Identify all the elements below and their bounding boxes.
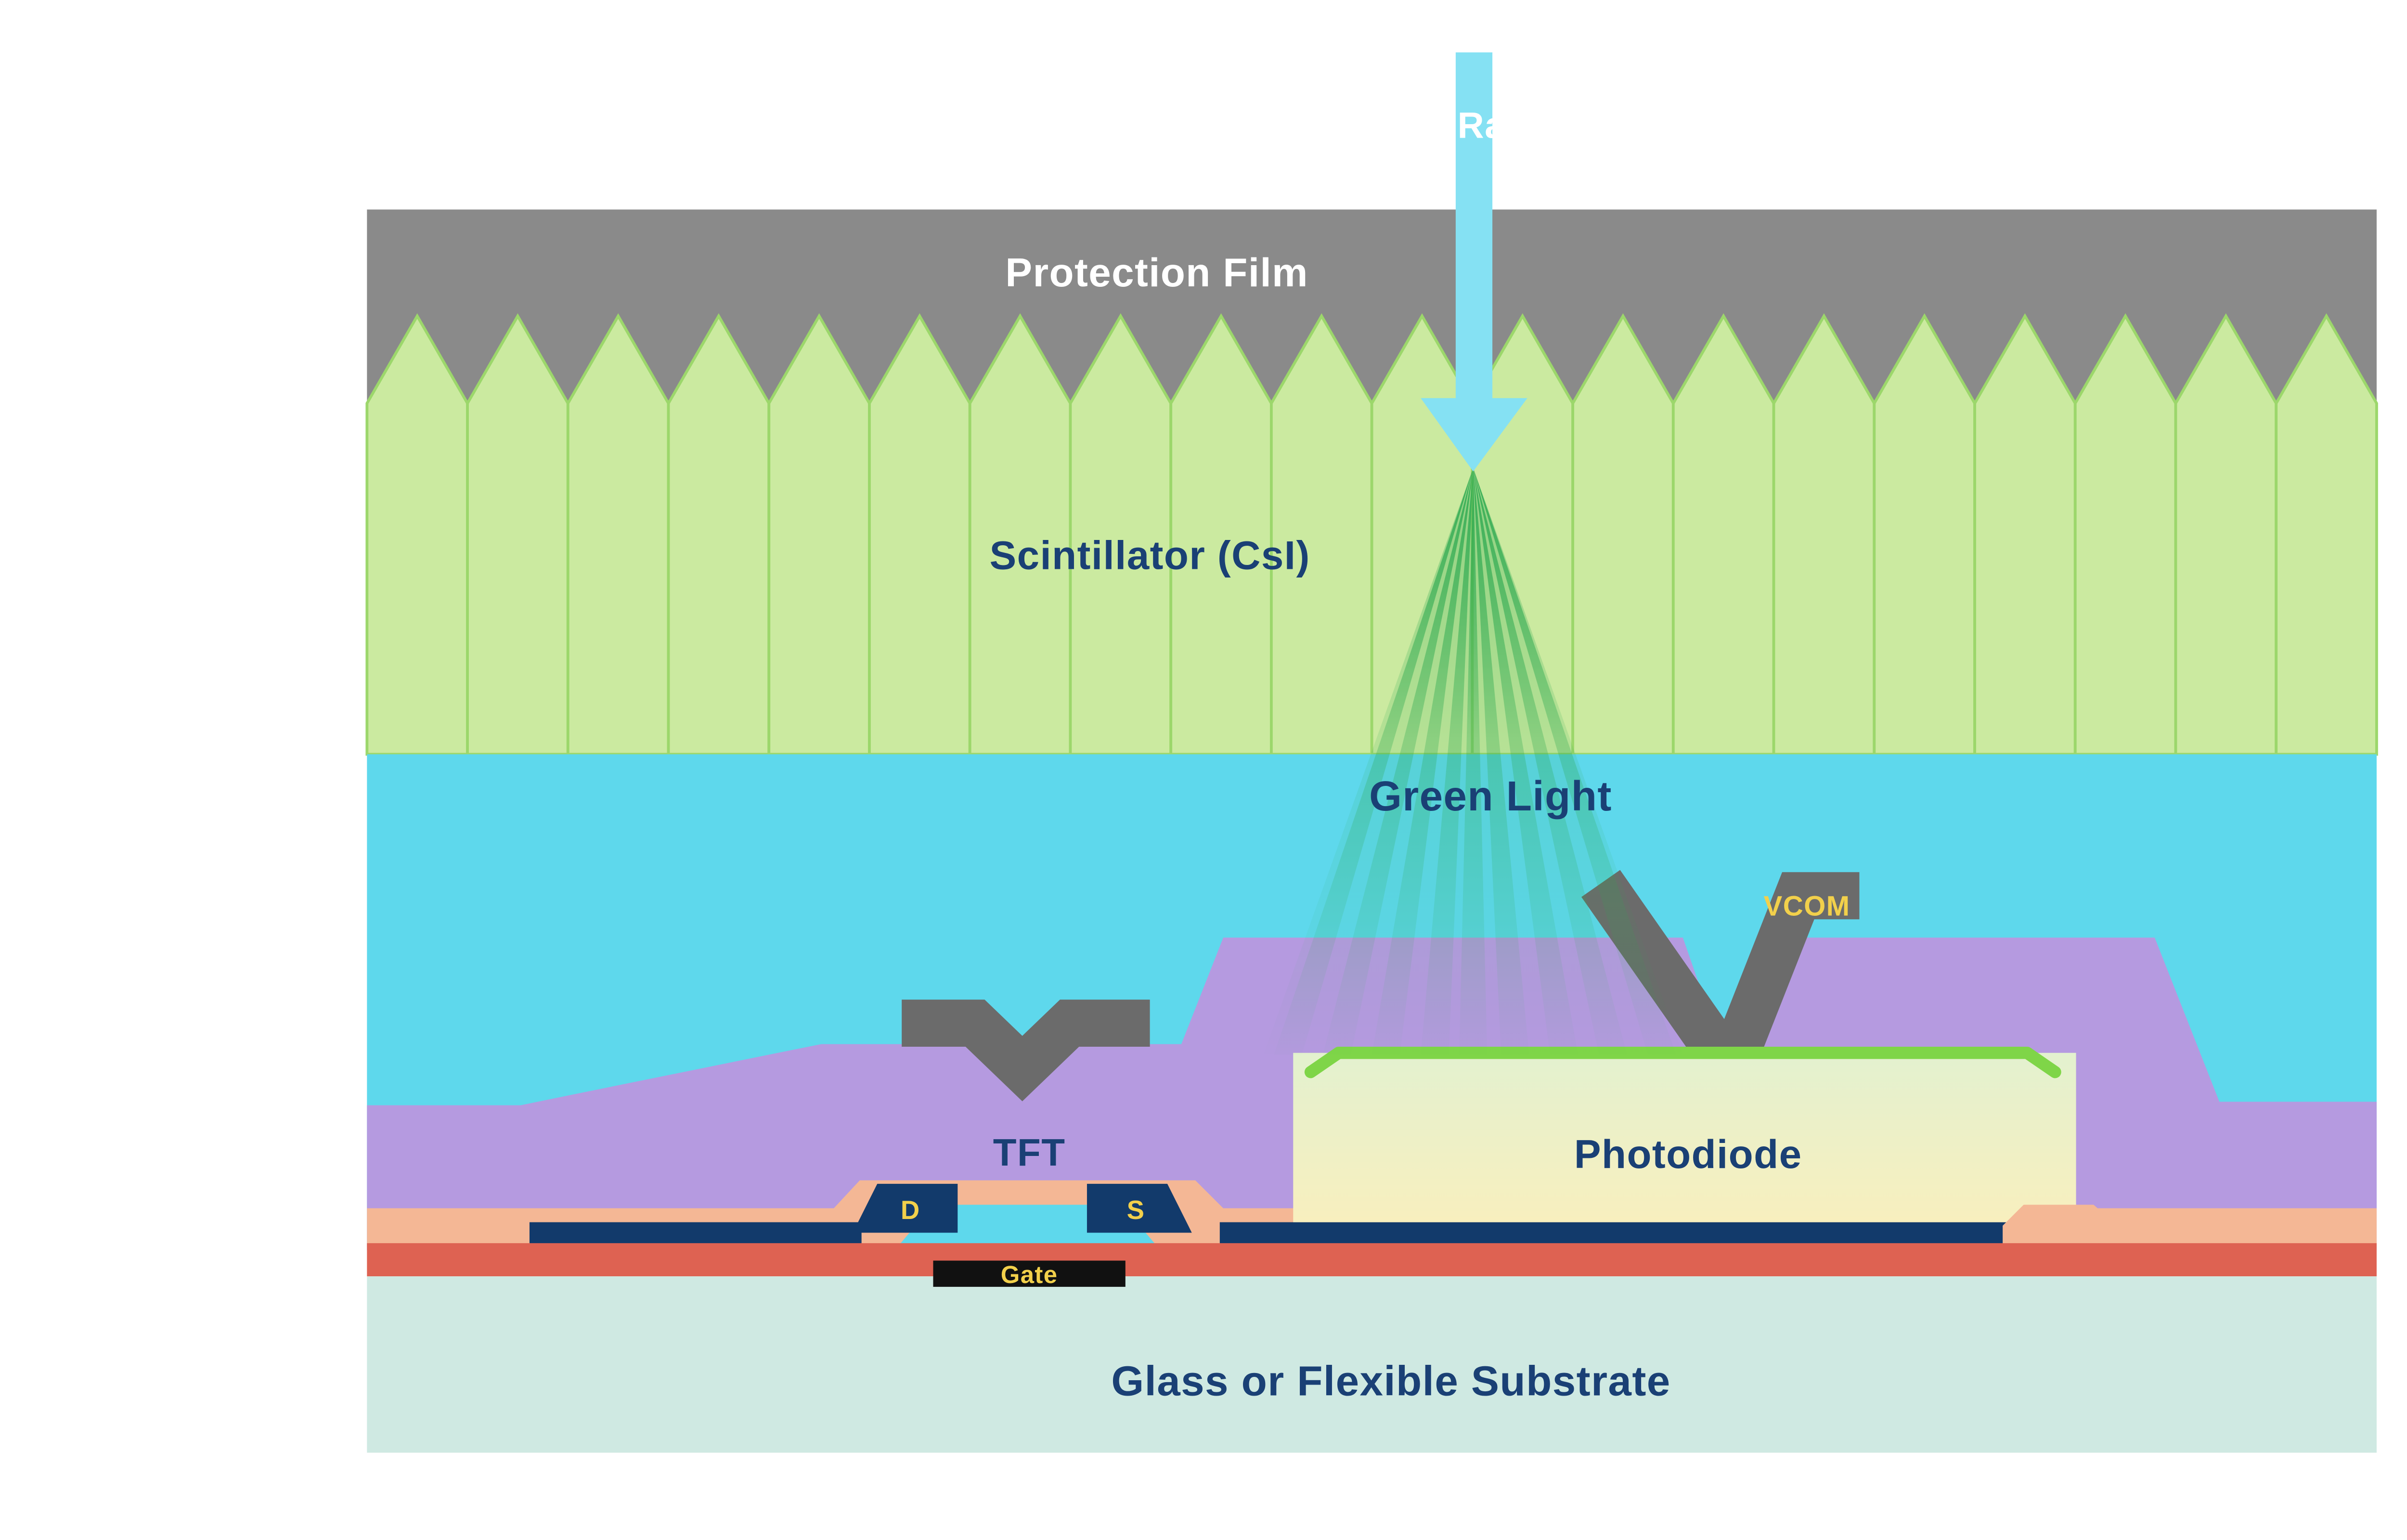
- left-electrode: [902, 1000, 1150, 1102]
- photodiode-label: Photodiode: [1574, 1131, 1802, 1177]
- scintillator-column: [767, 313, 871, 756]
- scintillator-column: [2073, 313, 2177, 756]
- tft-drain-electrode: [853, 1183, 958, 1233]
- scintillator-column: [1671, 313, 1775, 756]
- scintillator-column: [466, 313, 569, 756]
- scintillator-column: [1571, 313, 1675, 756]
- scintillator-column: [1169, 313, 1273, 756]
- vcom-label: VCOM: [1764, 890, 1851, 922]
- protection-film-layer: [367, 209, 2377, 405]
- scintillator-column: [1772, 313, 1876, 756]
- green-light-ray: [1274, 468, 1474, 1055]
- tft-source-electrode: [1087, 1183, 1192, 1233]
- green-light-label: Green Light: [1369, 773, 1612, 820]
- scintillator-column: [968, 313, 1072, 756]
- scintillator-column: [1269, 313, 1373, 756]
- gate-line-layer: [367, 1243, 2377, 1277]
- substrate-label: Glass or Flexible Substrate: [1111, 1358, 1670, 1404]
- tft-gate-metal: [933, 1260, 1126, 1287]
- gate-label: Gate: [1001, 1261, 1058, 1288]
- scintillator-column: [1873, 313, 1976, 756]
- metal-line-right: [1219, 1222, 2094, 1247]
- scintillator-column: [566, 313, 670, 756]
- protection-film-label: Protection Film: [1005, 250, 1308, 295]
- scintillator-column: [1973, 313, 2077, 756]
- scintillator-column: [2174, 313, 2278, 756]
- scintillator-column: [365, 313, 469, 756]
- xray-arrow-shaft: [1455, 52, 1493, 402]
- scintillator-column: [1069, 313, 1173, 756]
- scintillator-label: Scintillator (CsI): [990, 533, 1310, 578]
- drain-label: D: [901, 1195, 920, 1225]
- photodiode-top-contact: [1304, 1047, 2061, 1078]
- scintillator-column: [667, 313, 771, 756]
- tft-label: TFT: [993, 1131, 1066, 1174]
- source-label: S: [1127, 1195, 1145, 1225]
- photodiode-body: [1293, 1052, 2076, 1222]
- green-light-ray: [1459, 468, 1488, 1055]
- scintillator-column: [868, 313, 971, 756]
- substrate-layer: [367, 1276, 2377, 1453]
- scintillator-layer: [365, 313, 2378, 756]
- green-light-rays: [1263, 468, 1683, 1055]
- xray-label: X-Ray: [1420, 105, 1527, 146]
- metal-line-left: [529, 1222, 862, 1247]
- insulator-bump-right: [2003, 1205, 2118, 1250]
- xray-arrow-head: [1421, 398, 1527, 472]
- scintillator-column: [2275, 313, 2378, 756]
- vcom-electrode: [1581, 870, 1860, 1118]
